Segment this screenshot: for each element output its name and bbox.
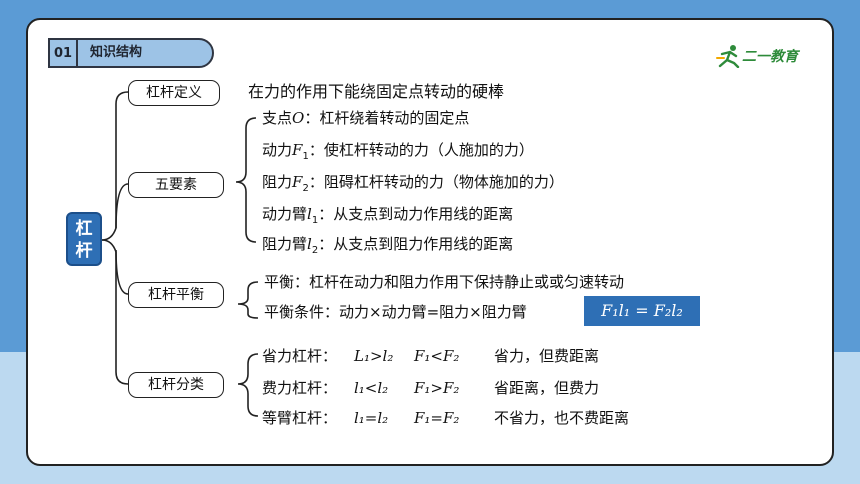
element-item: 支点O：杠杆绕着转动的固定点 (262, 109, 470, 127)
runner-icon (716, 45, 740, 69)
class-cond-force: F₁=F₂ (414, 409, 460, 427)
class-cond-arm: l₁<l₂ (354, 379, 389, 397)
class-note: 省距离，但费力 (494, 379, 600, 397)
balance-condition: 平衡条件：动力×动力臂=阻力×阻力臂 (264, 303, 527, 321)
node-definition: 杠杆定义 (128, 80, 220, 106)
root-node-lever: 杠 杆 (66, 212, 102, 266)
balance-item: 平衡：杠杆在动力和阻力作用下保持静止或或匀速转动 (264, 273, 625, 291)
element-item: 动力臂l1：从支点到动力作用线的距离 (262, 205, 514, 226)
brand-logo: 二一教育 (716, 44, 812, 70)
section-title: 知识结构 (76, 38, 214, 68)
root-label-1: 杠 (75, 219, 93, 239)
class-cond-arm: l₁=l₂ (354, 409, 389, 427)
section-tab: 01 知识结构 (48, 38, 216, 68)
element-item: 阻力F2：阻碍杠杆转动的力（物体施加的力） (262, 173, 564, 194)
balance-formula: F₁l₁ = F₂l₂ (584, 296, 700, 326)
element-item: 阻力臂l2：从支点到阻力作用线的距离 (262, 235, 514, 256)
node-balance: 杠杆平衡 (128, 282, 224, 308)
class-row: 省力杠杆： (262, 347, 338, 365)
element-item: 动力F1：使杠杆转动的力（人施加的力） (262, 141, 534, 162)
class-cond-force: F₁>F₂ (414, 379, 460, 397)
node-five-elements: 五要素 (128, 172, 224, 198)
class-row: 等臂杠杆： (262, 409, 338, 427)
section-number: 01 (48, 38, 78, 68)
node-classification: 杠杆分类 (128, 372, 224, 398)
class-note: 不省力，也不费距离 (494, 409, 630, 427)
logo-text: 二一教育 (742, 49, 798, 65)
class-cond-arm: L₁>l₂ (354, 347, 394, 365)
class-cond-force: F₁<F₂ (414, 347, 460, 365)
class-note: 省力，但费距离 (494, 347, 600, 365)
root-label-2: 杆 (75, 241, 93, 261)
class-row: 费力杠杆： (262, 379, 338, 397)
definition-text: 在力的作用下能绕固定点转动的硬棒 (248, 82, 505, 101)
